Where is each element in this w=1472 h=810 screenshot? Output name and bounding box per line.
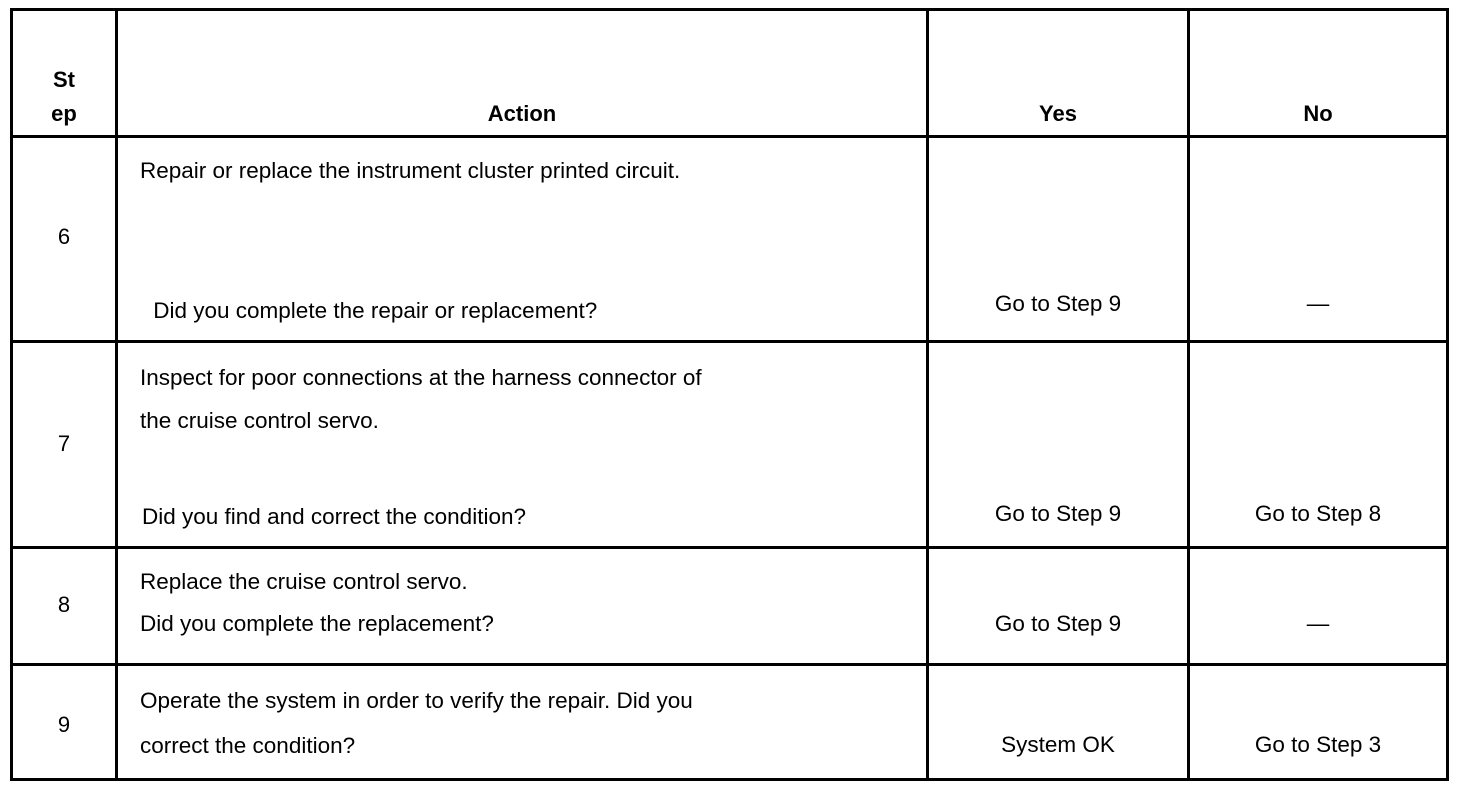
action-question: Did you complete the repair or replaceme… [147, 297, 598, 323]
header-no-label: No [1303, 100, 1333, 126]
header-yes-label: Yes [1039, 100, 1077, 126]
header-action-label: Action [487, 100, 557, 126]
table-container: St ep Action Yes No [10, 8, 1449, 793]
step-number: 9 [57, 712, 71, 737]
cell-step-number: 8 [10, 546, 118, 666]
no-branch-text: — [1306, 291, 1330, 316]
action-line: Inspect for poor connections at the harn… [140, 365, 702, 390]
cell-step-number: 9 [10, 663, 118, 781]
cell-action: Operate the system in order to verify th… [115, 663, 929, 781]
header-step-line2: ep [51, 100, 77, 126]
cell-yes: Go to Step 9 [926, 135, 1190, 343]
action-question: Did you complete the replacement? [140, 610, 494, 636]
header-cell-yes: Yes [926, 8, 1190, 138]
header-cell-action: Action [115, 8, 929, 138]
cell-no: — [1187, 546, 1449, 666]
cell-yes: Go to Step 9 [926, 546, 1190, 666]
action-text: Replace the cruise control servo. Did yo… [118, 549, 926, 635]
action-question: Did you find and correct the condition? [142, 504, 526, 529]
step-number: 8 [57, 592, 71, 617]
no-branch-text: Go to Step 3 [1254, 732, 1382, 757]
step-number: 6 [57, 224, 71, 249]
header-step-line1: St [53, 66, 75, 92]
table-row: 9 Operate the system in order to verify … [10, 663, 1449, 781]
cell-action: Repair or replace the instrument cluster… [115, 135, 929, 343]
no-branch-text: — [1306, 611, 1330, 636]
cell-no: Go to Step 8 [1187, 340, 1449, 549]
yes-branch-text: Go to Step 9 [994, 501, 1122, 526]
action-line: Replace the cruise control servo. [140, 569, 468, 594]
yes-branch-text: System OK [1001, 732, 1115, 757]
action-text: Repair or replace the instrument cluster… [118, 138, 926, 322]
action-text: Inspect for poor connections at the harn… [118, 343, 926, 529]
action-line: the cruise control servo. [140, 407, 379, 433]
action-line: Operate the system in order to verify th… [140, 688, 693, 713]
cell-action: Inspect for poor connections at the harn… [115, 340, 929, 549]
cell-no: Go to Step 3 [1187, 663, 1449, 781]
step-number: 7 [57, 431, 71, 456]
table-row: 8 Replace the cruise control servo. Did … [10, 546, 1449, 666]
action-question: correct the condition? [140, 732, 356, 758]
diagnostic-step-table: St ep Action Yes No [10, 8, 1449, 781]
table-row: 7 Inspect for poor connections at the ha… [10, 340, 1449, 549]
table-row: 6 Repair or replace the instrument clust… [10, 135, 1449, 343]
cell-no: — [1187, 135, 1449, 343]
cell-yes: System OK [926, 663, 1190, 781]
yes-branch-text: Go to Step 9 [994, 611, 1122, 636]
action-line: Repair or replace the instrument cluster… [140, 158, 681, 183]
cell-step-number: 7 [10, 340, 118, 549]
action-text: Operate the system in order to verify th… [118, 666, 926, 757]
header-step-label-group: St ep [13, 63, 115, 135]
table-header-row: St ep Action Yes No [10, 8, 1449, 138]
header-cell-step: St ep [10, 8, 118, 138]
yes-branch-text: Go to Step 9 [994, 291, 1122, 316]
no-branch-text: Go to Step 8 [1254, 501, 1382, 526]
header-cell-no: No [1187, 8, 1449, 138]
cell-step-number: 6 [10, 135, 118, 343]
cell-action: Replace the cruise control servo. Did yo… [115, 546, 929, 666]
cell-yes: Go to Step 9 [926, 340, 1190, 549]
